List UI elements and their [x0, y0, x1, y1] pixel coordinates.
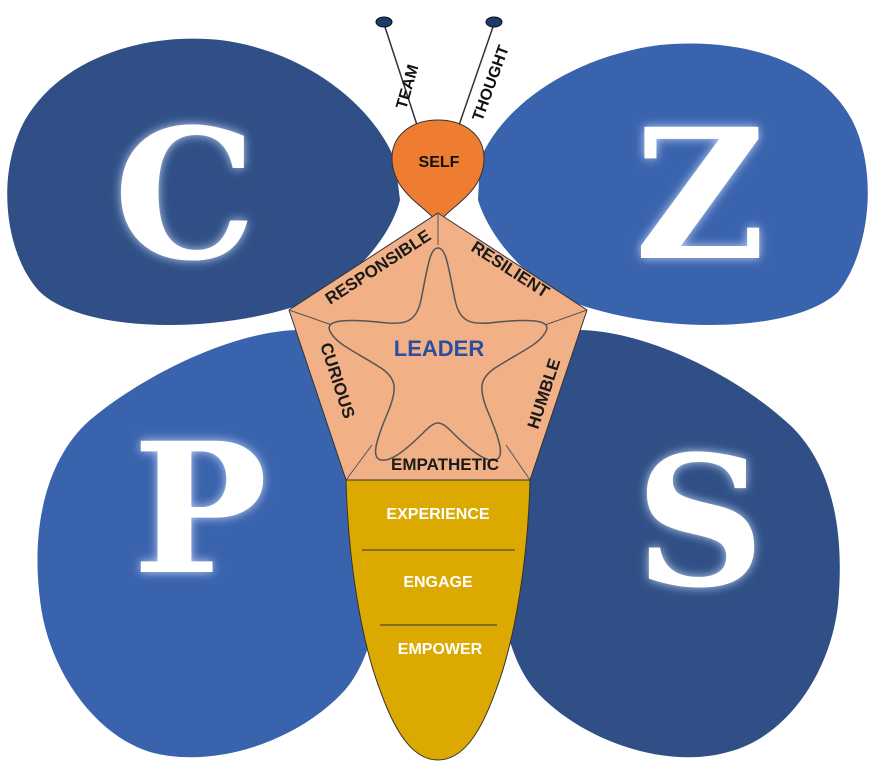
head-label: SELF [419, 154, 460, 171]
antenna-left-tip [375, 16, 393, 28]
head-drop [391, 119, 485, 224]
wing-letter-z: Z [634, 90, 765, 301]
abdomen-label-experience: EXPERIENCE [386, 506, 489, 523]
antenna-label-team: TEAM [394, 63, 423, 111]
pentagon-center-label: LEADER [394, 336, 485, 361]
wing-letter-p: P [132, 404, 267, 615]
wing-letter-s: S [635, 417, 765, 628]
antenna-left [383, 23, 419, 129]
abdomen-label-empower: EMPOWER [398, 641, 483, 658]
wing-top-left [7, 38, 400, 326]
wing-bottom-left [37, 330, 384, 758]
pentagon-label-empathetic: EMPATHETIC [391, 455, 499, 474]
abdomen-label-engage: ENGAGE [403, 574, 473, 591]
leader-star [328, 247, 548, 461]
pentagon-divider-right [544, 309, 588, 326]
wing-bottom-right [496, 330, 840, 758]
pentagon-divider-bottom-left [345, 444, 373, 481]
wing-letter-c: C [113, 90, 256, 301]
wing-top-right [478, 43, 868, 326]
pentagon-divider-bottom-right [505, 444, 531, 481]
antenna-right-tip [485, 16, 503, 28]
pentagon-divider-left [288, 309, 333, 326]
antenna-label-thought: THOUGHT [470, 43, 513, 123]
antenna-right [457, 23, 495, 129]
